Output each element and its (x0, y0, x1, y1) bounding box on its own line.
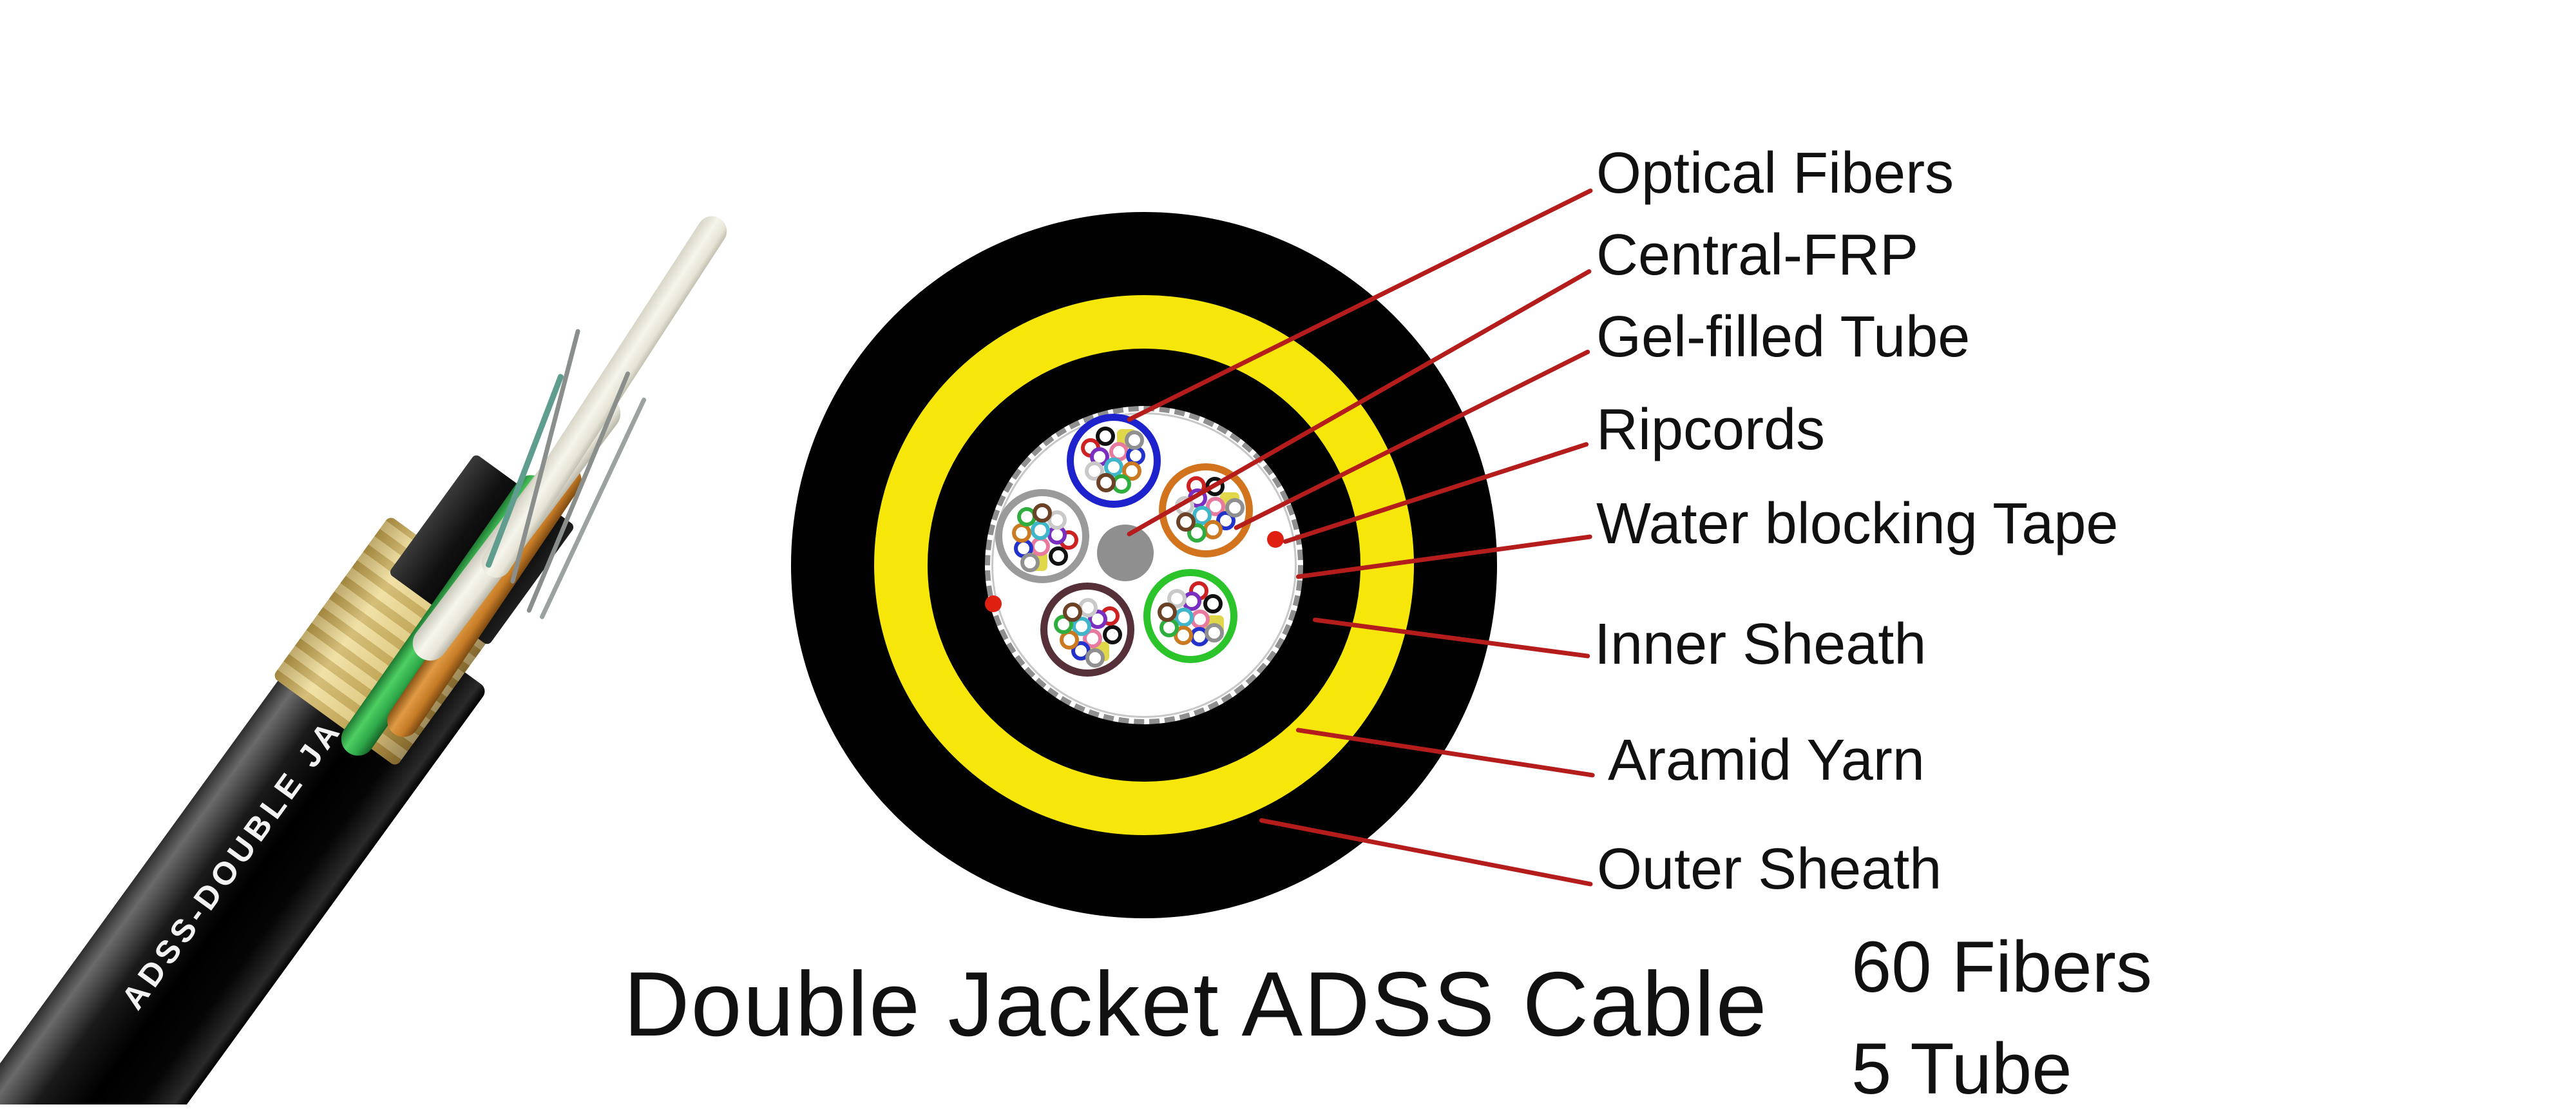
fiber-dot (1103, 624, 1123, 644)
label-central-frp: Central-FRP (1596, 222, 1919, 287)
leader-line-central-frp (1126, 267, 1592, 537)
leader-line-ripcords (1282, 441, 1590, 545)
fiber-dot (1176, 512, 1196, 532)
label-aramid-yarn: Aramid Yarn (1608, 728, 1925, 793)
label-outer-sheath: Outer Sheath (1597, 836, 1942, 902)
fiber-dot (1096, 427, 1115, 446)
fiber-dot (1205, 622, 1225, 642)
fiber-dot (1032, 503, 1052, 523)
fiber-dot (1158, 603, 1178, 622)
label-water-blocking-tape: Water blocking Tape (1596, 491, 2119, 556)
label-optical-fibers: Optical Fibers (1596, 140, 1954, 206)
leader-line-water-blocking-tape (1295, 534, 1593, 579)
fiber-dot (1122, 461, 1141, 481)
loose-tube-green (1143, 569, 1237, 663)
loose-tube-blue (1067, 414, 1161, 508)
fiber-dot (1062, 602, 1082, 622)
fiber-dot (1020, 553, 1040, 572)
central-frp-rod (1097, 525, 1154, 581)
fiber-dot (1096, 473, 1116, 492)
label-ripcords: Ripcords (1596, 397, 1826, 462)
fiber-dot (1085, 648, 1105, 668)
fiber-dot (1125, 430, 1144, 450)
fiber-dot (1060, 630, 1080, 650)
tube-count-text: 5 Tube (1851, 1028, 2072, 1109)
leader-line-inner-sheath (1312, 617, 1590, 659)
leader-line-optical-fibers (1126, 187, 1594, 423)
fiber-count-text: 60 Fibers (1851, 927, 2152, 1007)
loose-tube-slate (995, 489, 1089, 583)
fiber-dot (1083, 628, 1103, 648)
leader-line-gel-filled-tube (1233, 348, 1591, 531)
page-title: Double Jacket ADSS Cable (624, 953, 1768, 1056)
label-gel-filled-tube: Gel-filled Tube (1596, 304, 1970, 369)
leader-line-outer-sheath (1259, 817, 1593, 887)
fiber-dot (1225, 498, 1245, 518)
fiber-dot (1167, 589, 1187, 609)
fiber-dot (1049, 546, 1069, 566)
ripcord-dot-1 (985, 595, 1002, 612)
ripcord-dot-2 (1267, 531, 1284, 548)
label-inner-sheath: Inner Sheath (1594, 612, 1927, 677)
leader-line-aramid-yarn (1295, 727, 1596, 778)
loose-tube-brown (1040, 583, 1134, 677)
fiber-dot (1203, 593, 1223, 613)
